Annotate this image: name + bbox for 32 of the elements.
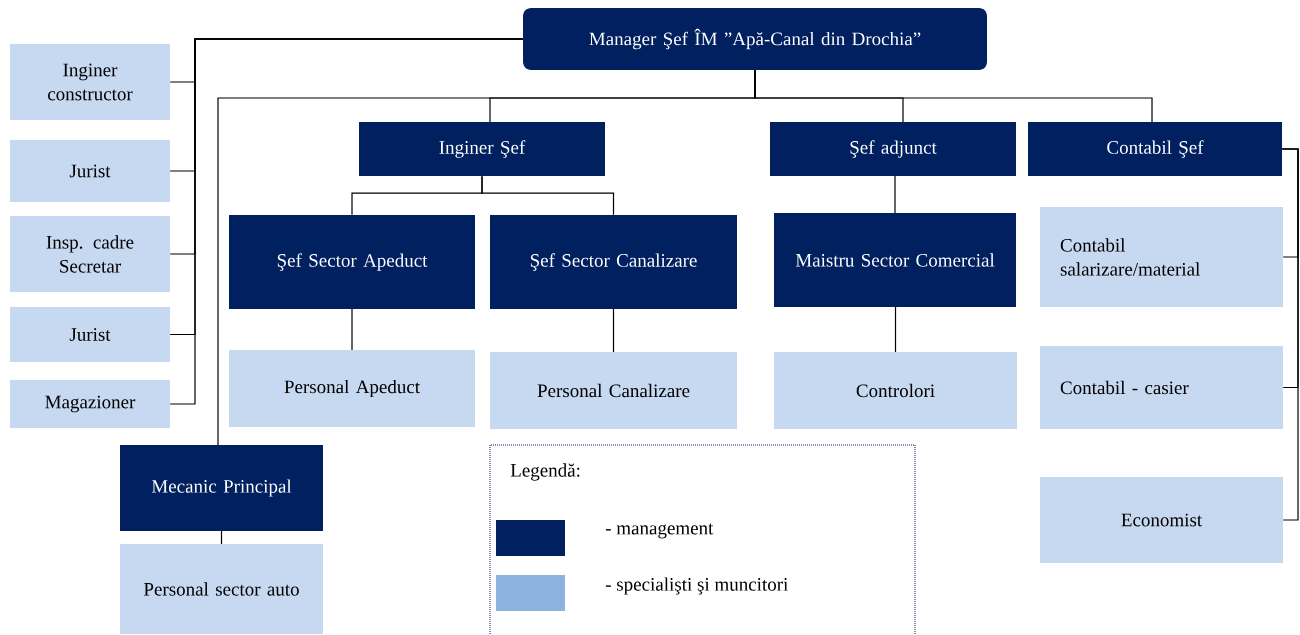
staff-box: Contabil salarizare/material <box>1040 207 1283 307</box>
staff-box: Jurist <box>10 307 170 362</box>
connector-line <box>894 175 896 214</box>
connector-line <box>220 530 223 545</box>
management-box: Inginer Şef <box>359 122 605 176</box>
connector-line <box>894 306 897 353</box>
connector-line <box>481 175 615 216</box>
management-box: Maistru Sector Comercial <box>774 213 1016 307</box>
staff-box: Jurist <box>10 140 170 202</box>
manager-box: Manager Şef ÎM ”Apă-Canal din Drochia” <box>523 8 987 70</box>
staff-box: Economist <box>1040 477 1283 563</box>
staff-box: Insp. cadre Secretar <box>10 216 170 292</box>
connector-line <box>169 38 524 405</box>
staff-box: Personal Apeduct <box>229 350 475 427</box>
legend-text: - specialişti şi muncitori <box>605 577 788 595</box>
connector-line <box>217 69 756 446</box>
staff-box: Contabil - casier <box>1040 346 1283 429</box>
legend-text: - management <box>605 523 714 539</box>
management-box: Şef adjunct <box>770 122 1016 176</box>
connector-line <box>1281 148 1299 521</box>
staff-box: Personal Canalizare <box>490 352 737 429</box>
management-box: Mecanic Principal <box>120 445 323 531</box>
staff-box: Inginer constructor <box>10 44 170 120</box>
staff-box: Magazioner <box>10 380 170 428</box>
management-box: Contabil Şef <box>1028 122 1282 176</box>
connector-line <box>612 308 615 353</box>
staff-box: Controlori <box>774 352 1017 429</box>
management-box: Şef Sector Apeduct <box>229 215 475 309</box>
management-box: Şef Sector Canalizare <box>490 215 737 309</box>
legend-title: Legendă: <box>510 463 580 481</box>
staff-box: Personal sector auto <box>120 544 323 634</box>
connector-line <box>351 308 353 351</box>
